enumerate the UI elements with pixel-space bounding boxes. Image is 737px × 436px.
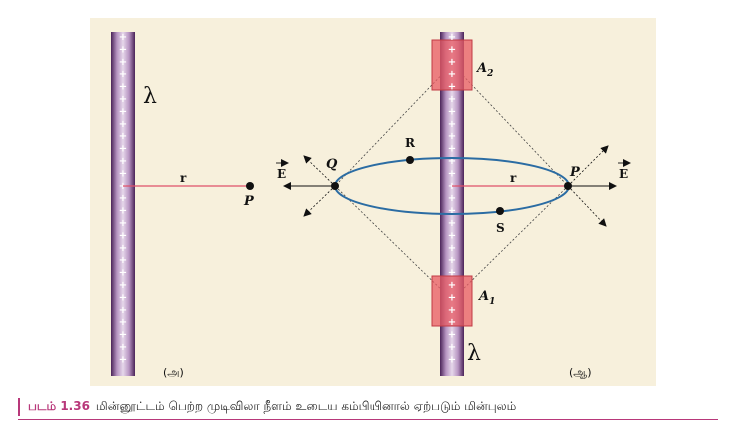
left-panel-tag: (அ) [163, 366, 184, 379]
charge-plus-sign: + [119, 206, 127, 217]
charge-plus-sign: + [119, 32, 127, 43]
right-figure: +++++++++++++++++++++++++++ r Q P R S E … [276, 32, 631, 379]
charge-plus-sign: + [448, 268, 456, 279]
charge-plus-sign: + [119, 354, 127, 365]
point-r [406, 156, 414, 164]
left-wire [111, 32, 135, 376]
charge-plus-sign: + [119, 119, 127, 130]
caption-rule [18, 419, 718, 420]
right-lambda-label: λ [467, 341, 481, 366]
charge-plus-sign: + [448, 94, 456, 105]
point-s-label: S [496, 221, 505, 235]
charge-plus-sign: + [119, 218, 127, 229]
point-p-label: P [569, 165, 581, 180]
charge-plus-sign: + [119, 305, 127, 316]
charge-plus-sign: + [448, 330, 456, 341]
charge-plus-sign: + [119, 255, 127, 266]
charge-plus-sign: + [119, 82, 127, 93]
charge-plus-sign: + [119, 317, 127, 328]
charge-plus-sign: + [448, 317, 456, 328]
left-point-p [246, 182, 254, 190]
figure-caption: படம் 1.36 மின்னூட்டம் பெற்ற முடிவிலா நீள… [18, 396, 516, 418]
charge-plus-sign: + [448, 354, 456, 365]
charge-plus-sign: + [448, 193, 456, 204]
area-bottom-label: A1 [477, 289, 495, 307]
field-line-diamond [334, 63, 569, 301]
charge-plus-sign: + [119, 106, 127, 117]
left-wire-charges: +++++++++++++++++++++++++++ [119, 32, 127, 365]
charge-plus-sign: + [119, 44, 127, 55]
right-panel-tag: (ஆ) [569, 366, 592, 379]
charge-plus-sign: + [448, 218, 456, 229]
caption-accent-bar [18, 398, 20, 416]
charge-plus-sign: + [448, 144, 456, 155]
charge-plus-sign: + [119, 243, 127, 254]
charge-plus-sign: + [448, 206, 456, 217]
field-arrow-p-upright [567, 145, 609, 187]
charge-plus-sign: + [448, 243, 456, 254]
charge-plus-sign: + [119, 342, 127, 353]
charge-plus-sign: + [119, 156, 127, 167]
caption-number: படம் 1.36 [28, 399, 90, 413]
charge-plus-sign: + [119, 330, 127, 341]
charge-plus-sign: + [119, 268, 127, 279]
point-p [564, 182, 572, 190]
charge-plus-sign: + [448, 57, 456, 68]
charge-plus-sign: + [119, 280, 127, 291]
field-arrow-q-upleft [303, 155, 336, 187]
charge-plus-sign: + [448, 44, 456, 55]
area-top-label: A2 [475, 61, 493, 79]
charge-plus-sign: + [119, 144, 127, 155]
charge-plus-sign: + [119, 57, 127, 68]
point-q [331, 182, 339, 190]
charge-plus-sign: + [448, 305, 456, 316]
charge-plus-sign: + [119, 131, 127, 142]
charge-plus-sign: + [448, 119, 456, 130]
left-distance-label: r [180, 171, 187, 185]
right-wire-charges: +++++++++++++++++++++++++++ [448, 32, 456, 365]
charge-plus-sign: + [448, 156, 456, 167]
charge-plus-sign: + [119, 168, 127, 179]
charge-plus-sign: + [448, 280, 456, 291]
charge-plus-sign: + [119, 94, 127, 105]
charge-plus-sign: + [448, 230, 456, 241]
charge-plus-sign: + [448, 106, 456, 117]
charge-plus-sign: + [448, 32, 456, 43]
charge-plus-sign: + [119, 292, 127, 303]
charge-plus-sign: + [119, 193, 127, 204]
charge-plus-sign: + [448, 292, 456, 303]
left-figure: +++++++++++++++++++++++++++ λ r P (அ) [111, 32, 255, 379]
right-distance-label: r [510, 171, 517, 185]
point-q-label: Q [326, 157, 338, 172]
field-label-right: E [619, 167, 628, 181]
left-lambda-label: λ [143, 84, 157, 109]
charge-plus-sign: + [448, 168, 456, 179]
charge-plus-sign: + [119, 230, 127, 241]
field-arrow-p-downright [567, 185, 607, 227]
charge-plus-sign: + [448, 342, 456, 353]
area-patch-bottom [431, 275, 473, 327]
figure-panel [90, 18, 656, 386]
charge-plus-sign: + [448, 69, 456, 80]
left-point-p-label: P [243, 194, 255, 209]
point-s [496, 207, 504, 215]
charge-plus-sign: + [448, 82, 456, 93]
charge-plus-sign: + [448, 131, 456, 142]
charge-plus-sign: + [448, 255, 456, 266]
charge-plus-sign: + [119, 69, 127, 80]
area-patch-top [431, 39, 473, 91]
point-r-label: R [405, 136, 416, 150]
field-arrow-q-downleft [303, 185, 336, 217]
field-label-left: E [277, 167, 286, 181]
caption-text: மின்னூட்டம் பெற்ற முடிவிலா நீளம் உடைய கம… [95, 399, 517, 413]
